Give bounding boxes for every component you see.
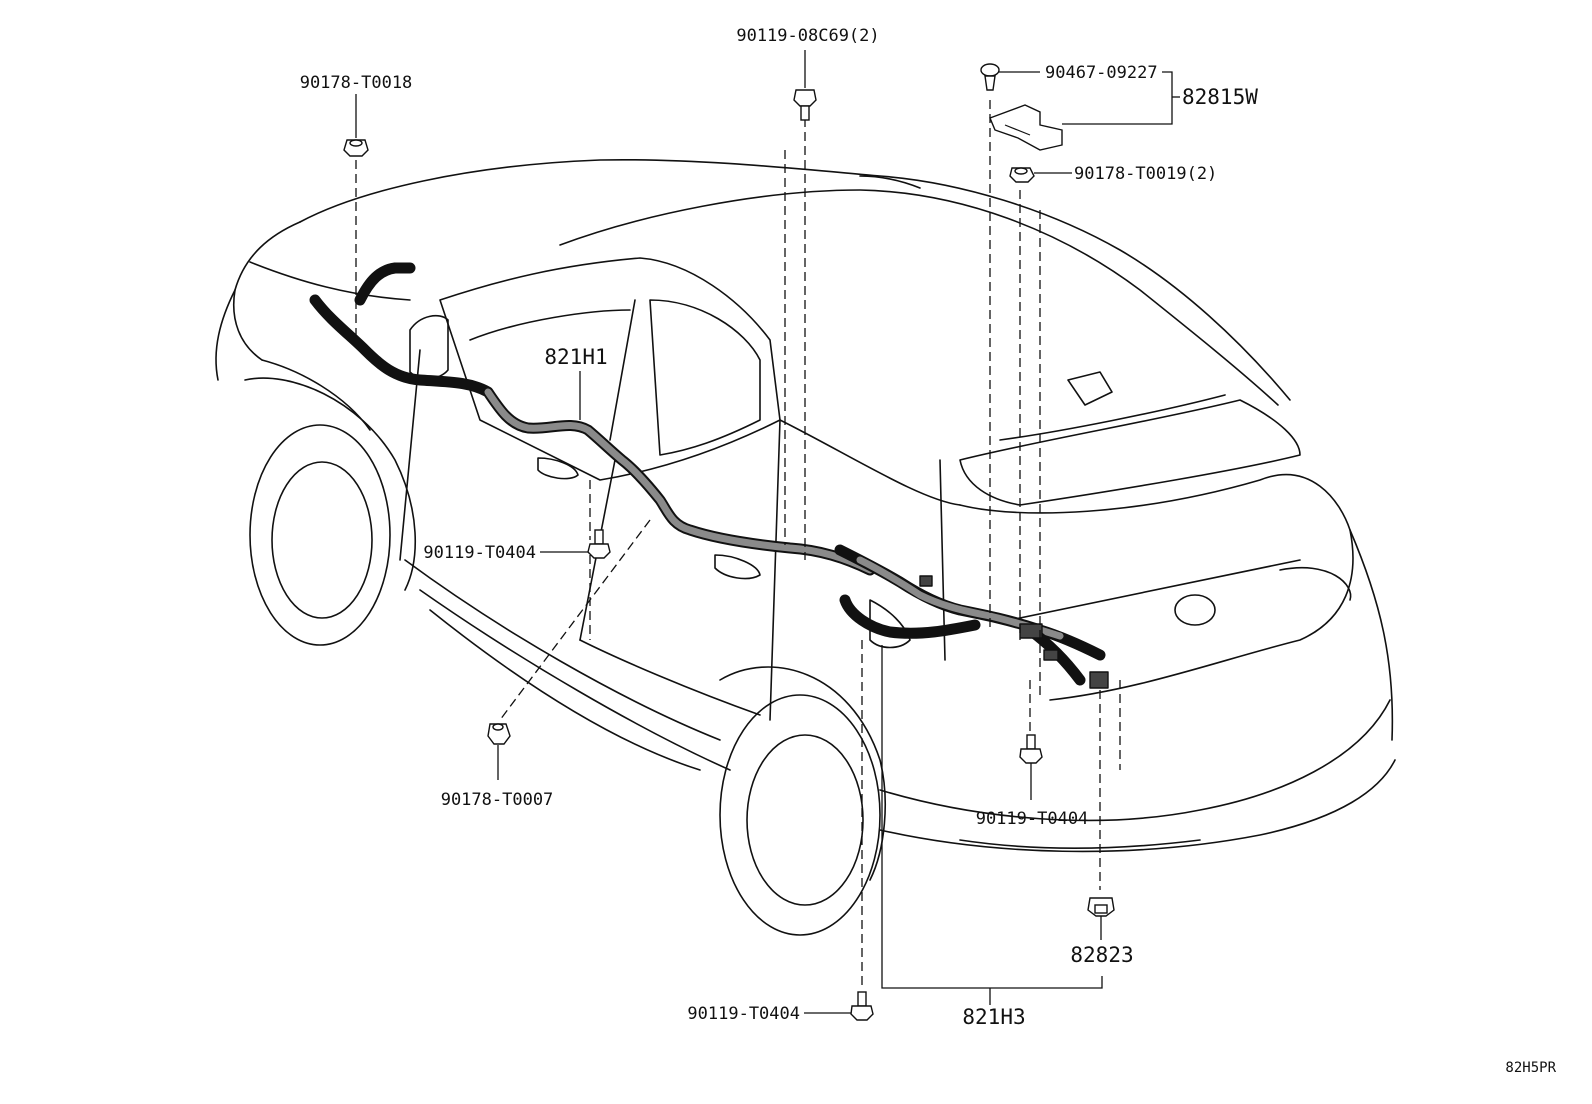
nut-icon (487, 723, 511, 745)
vehicle-body-outline (215, 158, 1396, 936)
figure-code: 82H5PR (1505, 1060, 1556, 1076)
label-90178-T0007: 90178-T0007 (441, 790, 554, 810)
bracket-icon (989, 104, 1063, 151)
connector-clip-icon (1087, 897, 1115, 917)
callout-leaders (355, 50, 1180, 1014)
label-821H1: 821H1 (544, 345, 607, 369)
bolt-icon (1019, 734, 1043, 764)
nut-icon (343, 139, 369, 157)
part-labels: 90178-T0018 90119-08C69(2) 90467-09227 8… (300, 26, 1557, 1076)
label-90178-T0019: 90178-T0019(2) (1074, 164, 1217, 184)
label-90178-T0018: 90178-T0018 (300, 73, 413, 93)
bolt-icon (850, 991, 874, 1021)
harness-connectors (919, 575, 1109, 689)
wire-harness-821H1 (309, 262, 876, 576)
bolt-icon (793, 89, 817, 121)
label-82815W: 82815W (1182, 85, 1258, 109)
clip-icon (980, 63, 1000, 91)
label-90119-T0404-bottom: 90119-T0404 (687, 1004, 800, 1024)
bolt-icon (587, 529, 611, 559)
label-90119-T0404-right: 90119-T0404 (976, 809, 1089, 829)
label-90119-08C69: 90119-08C69(2) (736, 26, 879, 46)
fasteners (343, 63, 1115, 1021)
label-821H3: 821H3 (962, 1005, 1025, 1029)
label-90119-T0404-left: 90119-T0404 (423, 543, 536, 563)
nut-icon (1009, 167, 1035, 183)
label-90467-09227: 90467-09227 (1045, 63, 1158, 83)
label-82823: 82823 (1070, 943, 1133, 967)
wire-harness-821H3 (834, 544, 1106, 686)
dashed-leaders (355, 100, 1121, 985)
